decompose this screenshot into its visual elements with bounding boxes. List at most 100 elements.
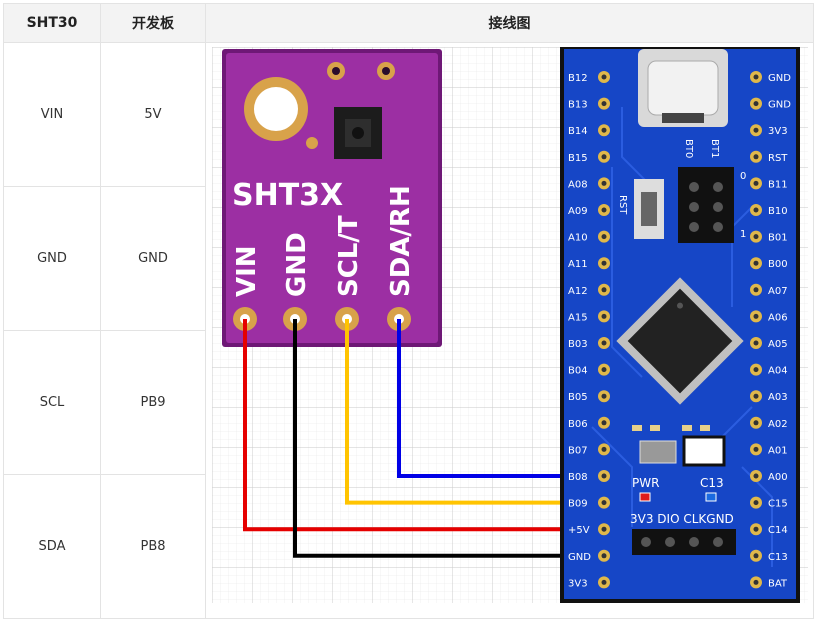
sensor-chip (334, 107, 382, 159)
swd-header-label: 3V3 DIO CLKGND (630, 512, 734, 526)
wires (243, 319, 570, 560)
jumper-0-label: 0 (740, 171, 746, 182)
board-pin-label-left: B14 (568, 126, 588, 137)
board-pin-label-left: A08 (568, 179, 588, 190)
board-pin-hole (601, 579, 607, 585)
boot0-label: BT0 (683, 139, 694, 158)
sensor-pin-label: SCL/T (334, 215, 364, 297)
board-pin-hole (753, 473, 759, 479)
board-pin-label-right: B10 (768, 206, 788, 217)
board-pin-hole (753, 579, 759, 585)
board-pin-label-left: A12 (568, 286, 588, 297)
board-pin-hole (601, 526, 607, 532)
board-pin-hole (753, 420, 759, 426)
board-pin-label-right: B01 (768, 233, 788, 244)
sht30-pin-cell: SDA (3, 474, 101, 619)
board-pin-hole (601, 500, 607, 506)
board-pin-hole (753, 313, 759, 319)
board-pin-hole (753, 127, 759, 133)
wiring-table: SHT30 开发板 接线图 VIN 5V (3, 3, 814, 619)
board-pin-label-left: B13 (568, 100, 588, 111)
module-silkscreen: SHT3X (232, 178, 343, 213)
board-pin-hole (753, 446, 759, 452)
table-row: SCL PB9 (3, 330, 814, 475)
board-pin-label-right: C15 (768, 499, 788, 510)
reset-button (634, 179, 664, 239)
board-pin-label-left: B09 (568, 499, 588, 510)
board-pin-label-left: B06 (568, 419, 588, 430)
wiring-diagram-cell: SHT3X VIN GND SCL/T SDA/RH (205, 42, 814, 619)
sht30-pin-cell: GND (3, 186, 101, 331)
board-pin-hole (601, 234, 607, 240)
board-pin-label-left: B03 (568, 339, 588, 350)
board-pin-cell: 5V (100, 42, 206, 187)
board-pin-label-left: 3V3 (568, 578, 588, 589)
sensor-pin-label: VIN (232, 245, 262, 297)
board-pin-label-right: 3V3 (768, 126, 788, 137)
sht3x-module: SHT3X VIN GND SCL/T SDA/RH (222, 49, 442, 347)
board-pin-label-left: +5V (568, 525, 590, 536)
board-pin-label-right: RST (768, 153, 788, 164)
wire (243, 319, 564, 532)
board-pin-label-right: B11 (768, 179, 788, 190)
board-pin-hole (601, 420, 607, 426)
board-pin-hole (753, 101, 759, 107)
board-pin-hole (601, 207, 607, 213)
board-pin-hole (601, 260, 607, 266)
boot-jumper-header (678, 167, 734, 243)
usb-c-connector (638, 49, 728, 127)
pwr-label: PWR (632, 476, 659, 490)
board-pin-hole (601, 340, 607, 346)
board-pin-label-right: B00 (768, 259, 788, 270)
board-pin-hole (601, 287, 607, 293)
board-pin-hole (753, 74, 759, 80)
board-pin-hole (601, 127, 607, 133)
board-pin-hole (753, 260, 759, 266)
board-pin-hole (753, 207, 759, 213)
table-row: GND GND (3, 186, 814, 331)
wire (345, 319, 564, 505)
board-pin-label-right: GND (768, 73, 791, 84)
header-diagram: 接线图 (205, 3, 814, 43)
board-pin-hole (753, 393, 759, 399)
board-pin-label-right: C13 (768, 552, 788, 563)
board-pin-label-right: A06 (768, 312, 788, 323)
board-pin-hole (753, 180, 759, 186)
board-pin-label-right: GND (768, 100, 791, 111)
board-pin-hole (601, 74, 607, 80)
board-pin-label-left: A15 (568, 312, 588, 323)
board-pin-cell: GND (100, 186, 206, 331)
sht30-pin-cell: SCL (3, 330, 101, 475)
board-pin-hole (753, 553, 759, 559)
top-pads (306, 62, 395, 149)
mcu-chip (616, 277, 744, 405)
header-row: SHT30 开发板 接线图 (3, 3, 814, 43)
table-row: SDA PB8 (3, 474, 814, 619)
mounting-hole (244, 77, 308, 141)
board-pin-label-left: A10 (568, 233, 588, 244)
board-pin-label-left: B05 (568, 392, 588, 403)
board-pin-label-right: A00 (768, 472, 788, 483)
board-pin-label-right: A02 (768, 419, 788, 430)
swd-header (632, 529, 736, 555)
board-pin-hole (601, 154, 607, 160)
board-pin-hole (601, 180, 607, 186)
wire (397, 319, 564, 478)
board-pin-cell: PB8 (100, 474, 206, 619)
board-pin-label-right: A03 (768, 392, 788, 403)
board-pin-hole (601, 393, 607, 399)
board-pin-label-left: B07 (568, 445, 588, 456)
board-pin-label-right: C14 (768, 525, 788, 536)
board-pin-hole (753, 287, 759, 293)
sensor-pin-label: SDA/RH (386, 185, 416, 297)
board-pin-hole (753, 367, 759, 373)
board-pin-hole (753, 340, 759, 346)
board-pin-label-right: A07 (768, 286, 788, 297)
stm32-board: RST BT0 BT1 0 1 (560, 47, 800, 603)
sensor-pin-label: GND (282, 232, 312, 297)
board-pin-hole (601, 101, 607, 107)
header-sht30: SHT30 (3, 3, 101, 43)
board-pin-label-left: A11 (568, 259, 588, 270)
board-pin-label-left: B04 (568, 366, 588, 377)
board-pin-label-right: BAT (768, 578, 788, 589)
